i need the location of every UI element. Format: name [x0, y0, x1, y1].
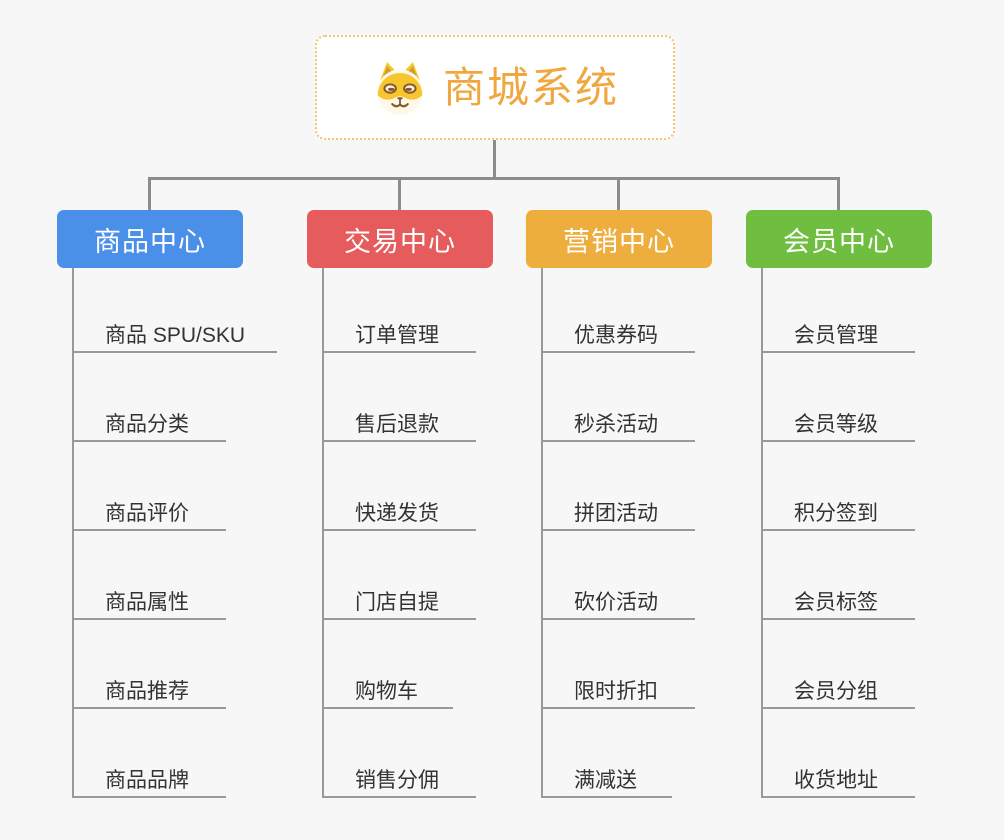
- subtopic-item[interactable]: 满减送: [541, 762, 672, 798]
- subtopic-spine-line: [541, 268, 543, 798]
- root-connector-line: [493, 140, 496, 179]
- subtopic-item[interactable]: 商品评价: [72, 495, 226, 531]
- branch-label: 商品中心: [94, 226, 206, 257]
- subtopic-item[interactable]: 优惠券码: [541, 317, 695, 353]
- branch-drop-line: [617, 179, 620, 210]
- subtopic-item[interactable]: 会员标签: [761, 584, 915, 620]
- root-topic-node[interactable]: 商城系统: [315, 35, 675, 140]
- subtopic-item[interactable]: 商品 SPU/SKU: [72, 317, 277, 353]
- subtopic-label: 优惠券码: [574, 323, 658, 347]
- branch-drop-line: [148, 179, 151, 210]
- subtopic-item[interactable]: 商品属性: [72, 584, 226, 620]
- subtopic-item[interactable]: 砍价活动: [541, 584, 695, 620]
- subtopic-label: 会员分组: [794, 679, 878, 703]
- subtopic-label: 收货地址: [794, 768, 878, 792]
- branch-drop-line: [837, 179, 840, 210]
- subtopic-label: 秒杀活动: [574, 412, 658, 436]
- branch-node-trade-center[interactable]: 交易中心: [307, 210, 493, 268]
- subtopic-item[interactable]: 门店自提: [322, 584, 476, 620]
- subtopic-item[interactable]: 拼团活动: [541, 495, 695, 531]
- subtopic-label: 商品分类: [105, 412, 189, 436]
- subtopic-item[interactable]: 购物车: [322, 673, 453, 709]
- subtopic-label: 商品推荐: [105, 679, 189, 703]
- subtopic-spine-line: [322, 268, 324, 798]
- branch-drop-line: [398, 179, 401, 210]
- subtopic-label: 购物车: [355, 679, 418, 703]
- branch-connector-bar: [148, 177, 840, 180]
- subtopic-label: 会员标签: [794, 590, 878, 614]
- subtopic-spine-line: [761, 268, 763, 798]
- subtopic-label: 限时折扣: [574, 679, 658, 703]
- subtopic-item[interactable]: 商品推荐: [72, 673, 226, 709]
- branch-node-member-center[interactable]: 会员中心: [746, 210, 932, 268]
- subtopic-label: 砍价活动: [574, 590, 658, 614]
- subtopic-item[interactable]: 售后退款: [322, 406, 476, 442]
- subtopic-label: 会员管理: [794, 323, 878, 347]
- shiba-dog-icon: [377, 61, 423, 115]
- subtopic-spine-line: [72, 268, 74, 798]
- branch-label: 交易中心: [344, 226, 456, 257]
- subtopic-label: 拼团活动: [574, 501, 658, 525]
- subtopic-label: 商品 SPU/SKU: [105, 323, 246, 347]
- subtopic-label: 满减送: [574, 768, 637, 792]
- subtopic-label: 会员等级: [794, 412, 878, 436]
- branch-label: 会员中心: [783, 226, 895, 257]
- subtopic-label: 商品属性: [105, 590, 189, 614]
- subtopic-item[interactable]: 限时折扣: [541, 673, 695, 709]
- subtopic-item[interactable]: 收货地址: [761, 762, 915, 798]
- subtopic-label: 商品评价: [105, 501, 189, 525]
- subtopic-label: 积分签到: [794, 501, 878, 525]
- branch-node-product-center[interactable]: 商品中心: [57, 210, 243, 268]
- subtopic-label: 商品品牌: [105, 768, 189, 792]
- subtopic-label: 快递发货: [355, 501, 439, 525]
- subtopic-item[interactable]: 会员分组: [761, 673, 915, 709]
- subtopic-item[interactable]: 商品分类: [72, 406, 226, 442]
- subtopic-item[interactable]: 销售分佣: [322, 762, 476, 798]
- subtopic-item[interactable]: 快递发货: [322, 495, 476, 531]
- subtopic-item[interactable]: 订单管理: [322, 317, 476, 353]
- subtopic-label: 售后退款: [355, 412, 439, 436]
- subtopic-item[interactable]: 积分签到: [761, 495, 915, 531]
- subtopic-label: 门店自提: [355, 590, 439, 614]
- subtopic-item[interactable]: 会员管理: [761, 317, 915, 353]
- branch-node-marketing-center[interactable]: 营销中心: [526, 210, 712, 268]
- subtopic-label: 销售分佣: [355, 768, 439, 792]
- root-topic-label: 商城系统: [442, 63, 619, 111]
- branch-label: 营销中心: [563, 226, 675, 257]
- subtopic-item[interactable]: 秒杀活动: [541, 406, 695, 442]
- subtopic-label: 订单管理: [355, 323, 439, 347]
- subtopic-item[interactable]: 会员等级: [761, 406, 915, 442]
- subtopic-item[interactable]: 商品品牌: [72, 762, 226, 798]
